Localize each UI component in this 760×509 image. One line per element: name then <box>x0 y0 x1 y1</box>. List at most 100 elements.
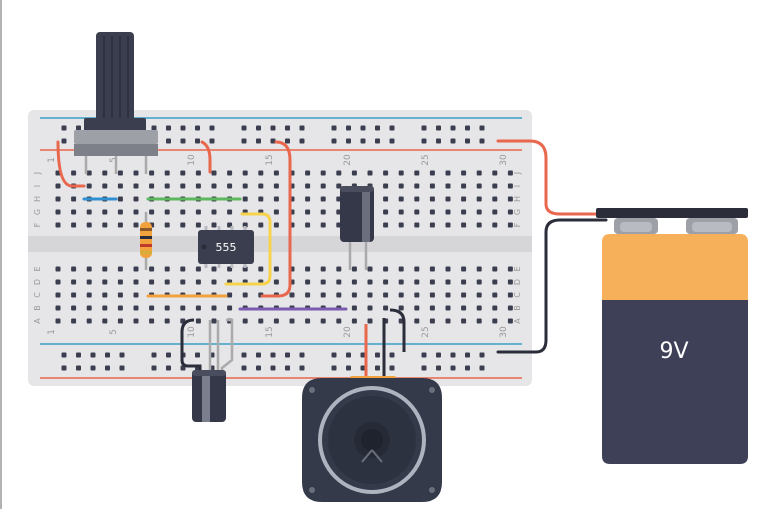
breadboard-hole[interactable] <box>273 318 279 324</box>
breadboard-hole[interactable] <box>133 305 139 311</box>
breadboard-hole[interactable] <box>398 222 404 228</box>
breadboard-hole[interactable] <box>436 125 441 131</box>
breadboard-hole[interactable] <box>86 183 92 189</box>
breadboard-hole[interactable] <box>180 170 186 176</box>
breadboard-hole[interactable] <box>461 292 467 298</box>
breadboard-hole[interactable] <box>429 183 435 189</box>
breadboard-hole[interactable] <box>241 352 247 358</box>
breadboard-hole[interactable] <box>507 305 513 311</box>
breadboard-hole[interactable] <box>195 138 200 144</box>
breadboard-hole[interactable] <box>429 279 435 285</box>
breadboard-hole[interactable] <box>479 365 485 371</box>
breadboard-hole[interactable] <box>398 279 404 285</box>
breadboard-hole[interactable] <box>383 222 389 228</box>
breadboard-hole[interactable] <box>151 365 157 371</box>
wire-red-short[interactable] <box>200 140 212 174</box>
breadboard-hole[interactable] <box>90 365 96 371</box>
breadboard-hole[interactable] <box>71 196 77 202</box>
breadboard-hole[interactable] <box>398 209 404 215</box>
breadboard-hole[interactable] <box>492 183 498 189</box>
breadboard-hole[interactable] <box>305 196 311 202</box>
breadboard-hole[interactable] <box>227 183 233 189</box>
breadboard-hole[interactable] <box>398 196 404 202</box>
breadboard-hole[interactable] <box>133 318 139 324</box>
breadboard-hole[interactable] <box>360 125 366 131</box>
breadboard-hole[interactable] <box>86 318 92 324</box>
breadboard-hole[interactable] <box>389 138 395 144</box>
breadboard-hole[interactable] <box>305 266 311 272</box>
breadboard-hole[interactable] <box>256 138 261 144</box>
breadboard-hole[interactable] <box>289 292 295 298</box>
breadboard-hole[interactable] <box>117 183 123 189</box>
breadboard-hole[interactable] <box>320 266 326 272</box>
breadboard-hole[interactable] <box>211 209 217 215</box>
breadboard-hole[interactable] <box>55 183 61 189</box>
wire-yellow[interactable] <box>224 212 272 286</box>
breadboard-hole[interactable] <box>149 266 155 272</box>
breadboard-hole[interactable] <box>305 170 311 176</box>
breadboard-hole[interactable] <box>461 170 467 176</box>
breadboard-hole[interactable] <box>445 318 451 324</box>
breadboard-hole[interactable] <box>336 266 342 272</box>
breadboard-hole[interactable] <box>450 352 456 358</box>
breadboard-hole[interactable] <box>389 352 395 358</box>
breadboard-hole[interactable] <box>389 125 395 131</box>
breadboard-hole[interactable] <box>445 266 451 272</box>
breadboard-hole[interactable] <box>242 292 248 298</box>
breadboard-hole[interactable] <box>445 222 451 228</box>
breadboard-hole[interactable] <box>55 222 61 228</box>
breadboard-hole[interactable] <box>180 279 186 285</box>
breadboard-hole[interactable] <box>242 318 248 324</box>
breadboard-hole[interactable] <box>346 125 351 131</box>
breadboard-hole[interactable] <box>133 170 139 176</box>
breadboard-hole[interactable] <box>414 279 420 285</box>
breadboard-hole[interactable] <box>180 183 186 189</box>
breadboard-hole[interactable] <box>242 196 248 202</box>
breadboard-hole[interactable] <box>421 352 427 358</box>
breadboard-hole[interactable] <box>71 292 77 298</box>
breadboard-hole[interactable] <box>305 222 311 228</box>
breadboard-hole[interactable] <box>133 292 139 298</box>
breadboard-hole[interactable] <box>476 279 482 285</box>
breadboard-hole[interactable] <box>209 125 215 131</box>
breadboard-hole[interactable] <box>164 170 170 176</box>
capacitor-icon[interactable] <box>340 186 374 270</box>
breadboard-hole[interactable] <box>305 209 311 215</box>
breadboard-hole[interactable] <box>151 125 157 131</box>
breadboard-hole[interactable] <box>258 170 264 176</box>
wire-red-long[interactable] <box>260 140 292 298</box>
breadboard-hole[interactable] <box>299 138 305 144</box>
breadboard-hole[interactable] <box>299 125 305 131</box>
breadboard-hole[interactable] <box>320 196 326 202</box>
breadboard-hole[interactable] <box>256 365 261 371</box>
breadboard-hole[interactable] <box>273 279 279 285</box>
breadboard-hole[interactable] <box>61 352 67 358</box>
breadboard-hole[interactable] <box>55 279 61 285</box>
breadboard-hole[interactable] <box>55 318 61 324</box>
breadboard-hole[interactable] <box>195 209 201 215</box>
breadboard-hole[interactable] <box>71 222 77 228</box>
breadboard-hole[interactable] <box>398 305 404 311</box>
breadboard-hole[interactable] <box>166 138 171 144</box>
breadboard-hole[interactable] <box>360 352 366 358</box>
breadboard-hole[interactable] <box>331 365 337 371</box>
breadboard-hole[interactable] <box>367 279 373 285</box>
breadboard-hole[interactable] <box>375 365 380 371</box>
breadboard-hole[interactable] <box>273 222 279 228</box>
breadboard-hole[interactable] <box>119 352 125 358</box>
breadboard-hole[interactable] <box>445 279 451 285</box>
breadboard-hole[interactable] <box>164 183 170 189</box>
breadboard-hole[interactable] <box>164 222 170 228</box>
breadboard-hole[interactable] <box>351 318 357 324</box>
breadboard-hole[interactable] <box>450 138 456 144</box>
breadboard-hole[interactable] <box>166 365 171 371</box>
breadboard-hole[interactable] <box>117 222 123 228</box>
breadboard-hole[interactable] <box>320 222 326 228</box>
breadboard-hole[interactable] <box>149 318 155 324</box>
breadboard-hole[interactable] <box>351 170 357 176</box>
breadboard-hole[interactable] <box>476 209 482 215</box>
breadboard-hole[interactable] <box>367 170 373 176</box>
breadboard-hole[interactable] <box>117 292 123 298</box>
breadboard-hole[interactable] <box>398 266 404 272</box>
breadboard-hole[interactable] <box>346 365 351 371</box>
